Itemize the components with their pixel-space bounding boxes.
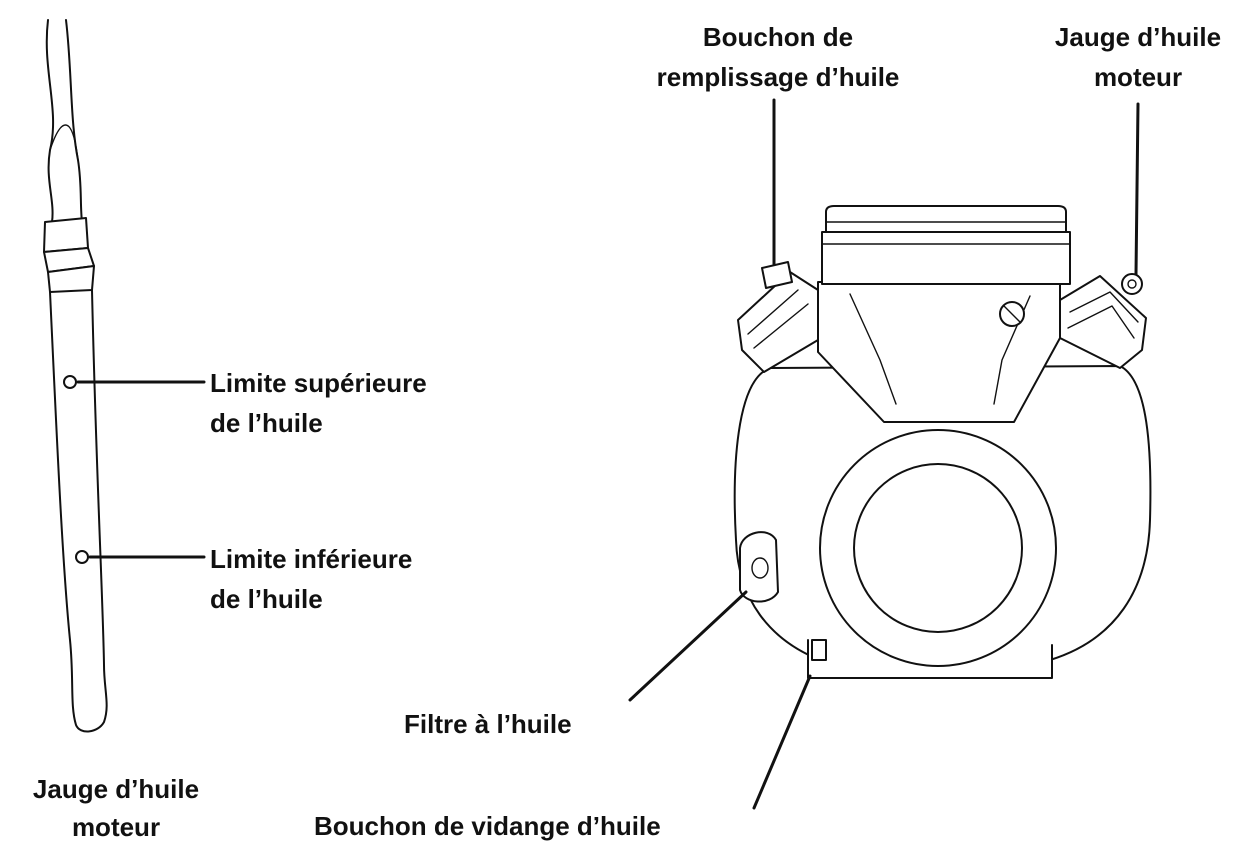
blower-housing-inner [853, 463, 1023, 633]
dipstick-illustration [43, 19, 206, 733]
upper-limit-hole [63, 375, 77, 389]
lower-limit-label-line1: Limite inférieure [210, 544, 412, 574]
lower-limit-hole [75, 550, 89, 564]
engine-dipstick-label-line2: moteur [1094, 62, 1182, 92]
dipstick-caption-line2: moteur [72, 812, 160, 842]
fill-cap-label-line1: Bouchon de [703, 22, 853, 52]
engine-illustration [628, 98, 1152, 810]
upper-limit-label-line1: Limite supérieure [210, 368, 427, 398]
lower-limit-label-line2: de l’huile [210, 584, 323, 614]
fill-cap-label-line2: remplissage d’huile [657, 62, 900, 92]
engine-dipstick-label-line1: Jauge d’huile [1055, 22, 1221, 52]
upper-limit-label-line2: de l’huile [210, 408, 323, 438]
oil-filter-label: Filtre à l’huile [404, 709, 572, 739]
dipstick-caption-line1: Jauge d’huile [33, 774, 199, 804]
drain-plug-label: Bouchon de vidange d’huile [314, 811, 661, 841]
